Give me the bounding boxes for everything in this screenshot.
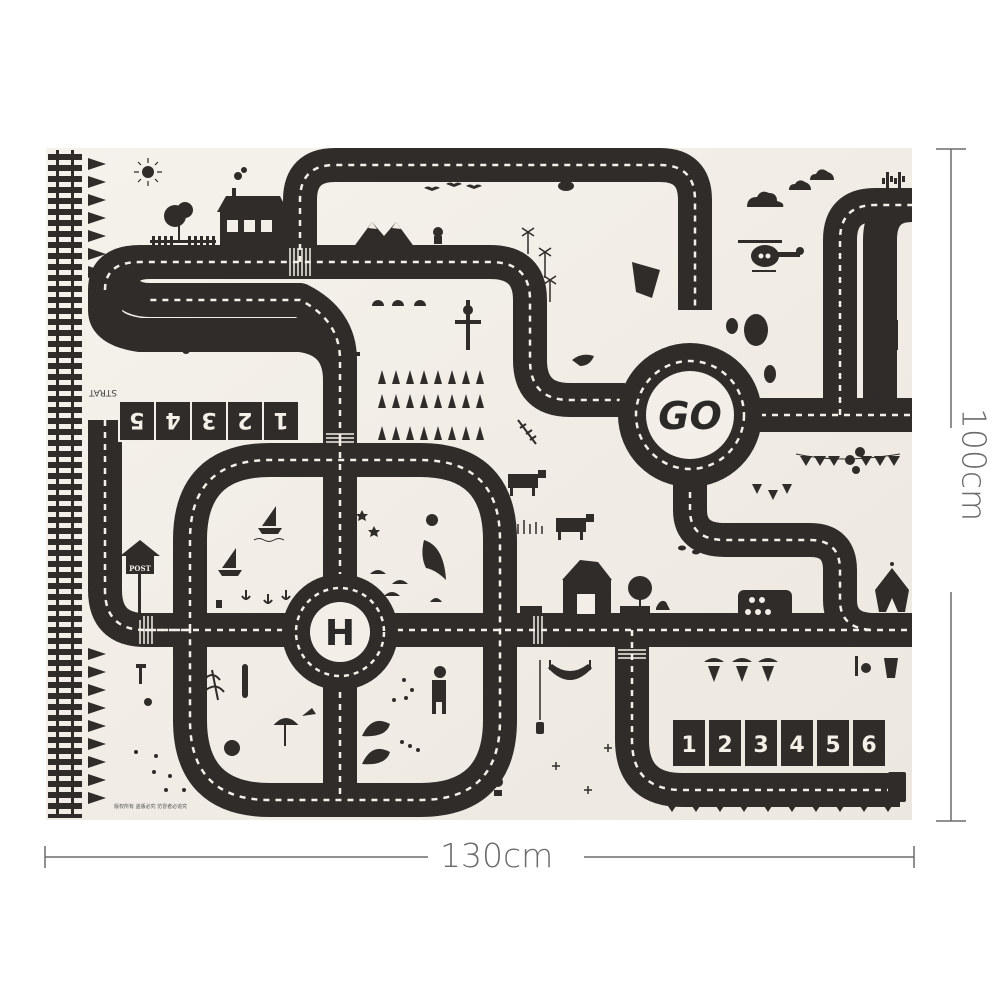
- dog-icon: [656, 600, 670, 610]
- post-box-icon: POST: [120, 540, 160, 620]
- ice-creams-icon: [704, 658, 778, 682]
- plant-icon: [517, 419, 537, 445]
- bunting-flags-icon: [795, 453, 901, 466]
- house-icon: [217, 167, 288, 248]
- height-dimension-line: [936, 148, 966, 822]
- start-label: STRAT: [88, 387, 117, 397]
- footprints-icon: [678, 545, 700, 555]
- balloons-icon: [845, 447, 865, 474]
- mountains-icon: [350, 222, 418, 252]
- bottom-slot-6: 6: [861, 733, 876, 758]
- spider-icon: [144, 698, 152, 706]
- flower-fence-icon: [520, 606, 650, 614]
- top-slot-2: 2: [237, 407, 252, 432]
- helipad-roundabout: H: [282, 574, 398, 690]
- tools-icon: [346, 342, 360, 366]
- hot-air-balloons-icon: [726, 314, 776, 383]
- bottom-parking: 1 2 3 4 5 6: [673, 720, 885, 766]
- width-dimension-label: 130cm: [434, 836, 560, 875]
- flower-icon: [493, 777, 503, 796]
- pine-trees-icon: [88, 158, 106, 804]
- frog-icon: [558, 181, 574, 191]
- bottom-slot-4: 4: [789, 733, 804, 758]
- small-birds-icon: [400, 740, 420, 752]
- cup-icon: [884, 658, 898, 678]
- sun-icon: [134, 158, 162, 186]
- helipad-label: H: [325, 613, 355, 654]
- scarecrow-icon: [455, 300, 481, 350]
- koala-icon: [433, 227, 443, 244]
- top-slot-5: 5: [129, 407, 144, 432]
- cows-icon: [508, 470, 594, 540]
- snail-pair-icon: [872, 392, 892, 400]
- clouds-icon: [747, 169, 834, 207]
- top-slot-3: 3: [201, 407, 216, 432]
- go-label: GO: [658, 394, 722, 438]
- top-parking: 5 4 3 2 1 STRAT: [88, 387, 298, 442]
- bottom-slot-3: 3: [753, 733, 768, 758]
- umbrella-icon: [273, 718, 299, 746]
- sailboats-icon: [218, 506, 285, 576]
- vegetables-icon: [214, 330, 276, 348]
- windmills-icon: [521, 227, 557, 302]
- lantern-icon: [536, 660, 544, 734]
- cactus-icon: [882, 172, 905, 190]
- grass-icon: [511, 520, 543, 534]
- barn-icon: [562, 560, 612, 616]
- truck-icon: [888, 772, 906, 802]
- footer-credit: 版权所有 盗版必究 仿冒者必追究: [114, 803, 187, 810]
- bottom-slot-1: 1: [681, 733, 696, 758]
- logs-icon: [738, 590, 792, 618]
- fork-icon: [136, 664, 146, 684]
- circus-tent-icon: [875, 562, 909, 612]
- fence-icon: [150, 236, 216, 252]
- palm-trees-icon: [203, 664, 248, 701]
- treasure-chest-icon: [224, 740, 240, 756]
- top-slot-1: 1: [273, 407, 288, 432]
- apple-tree-icon: [628, 576, 652, 612]
- ice-cream-small-icon: [752, 484, 792, 500]
- dolphin-icon: [422, 540, 446, 580]
- helicopter-icon: [738, 240, 804, 272]
- ball-icon: [426, 514, 438, 526]
- dots-icon: [392, 678, 414, 702]
- crab-icon: [302, 708, 316, 716]
- railway-track: [48, 150, 82, 818]
- birds-icon: [424, 182, 482, 191]
- swing-bridge-icon: [548, 660, 592, 680]
- wrench-gear-icon: [855, 656, 871, 676]
- snowflakes-icon: [552, 744, 612, 794]
- bushes-icon: [362, 720, 390, 765]
- city-skyline-icon: [872, 270, 898, 350]
- bottom-slot-2: 2: [717, 733, 732, 758]
- starfish-icon: [356, 510, 380, 537]
- height-dimension-label: 100cm: [954, 395, 994, 534]
- anchors-icon: [216, 590, 291, 608]
- bottom-slot-5: 5: [825, 733, 840, 758]
- kite-icon: [632, 262, 660, 298]
- paw-prints-icon: [134, 750, 186, 792]
- snails-icon: [372, 300, 426, 306]
- shells-icon: [370, 570, 442, 602]
- width-dimension-line: [44, 846, 915, 868]
- tree-icon: [164, 202, 193, 242]
- bird-icon: [572, 354, 594, 366]
- wheelbarrow-icon: [160, 326, 190, 354]
- post-label: POST: [129, 564, 151, 573]
- top-slot-4: 4: [165, 407, 180, 432]
- pirate-icon: [432, 666, 446, 714]
- go-roundabout: GO: [618, 343, 762, 487]
